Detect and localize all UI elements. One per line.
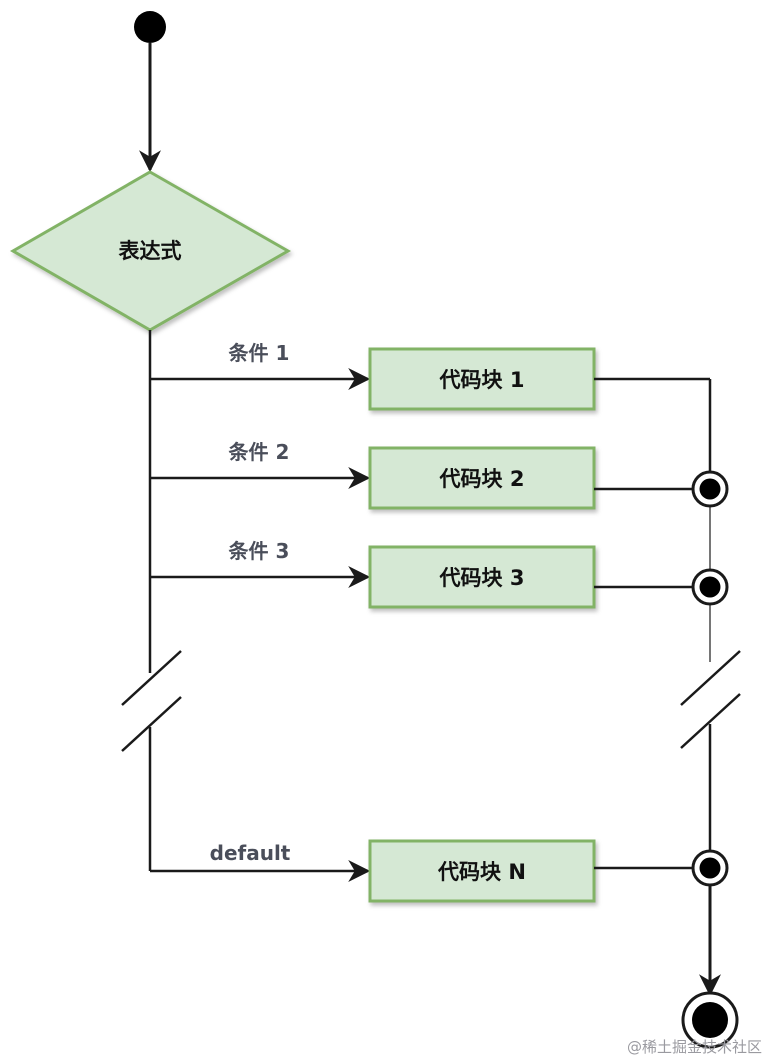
code-block-3 bbox=[368, 545, 596, 609]
code-block-1-label: 代码块 1 bbox=[439, 368, 525, 392]
edge-label-case-3: 条件 3 bbox=[229, 539, 290, 563]
start-node bbox=[134, 11, 166, 43]
right-break-mark-top bbox=[680, 650, 741, 706]
left-break-mark-bottom bbox=[121, 696, 182, 752]
code-block-2-label: 代码块 2 bbox=[439, 467, 525, 491]
edge-label-case-2: 条件 2 bbox=[229, 440, 290, 464]
code-block-n-label: 代码块 N bbox=[437, 860, 526, 884]
merge-junction-3 bbox=[691, 568, 729, 606]
decision-label: 表达式 bbox=[119, 239, 182, 263]
right-break-mark-bottom bbox=[680, 693, 741, 749]
end-node bbox=[681, 991, 739, 1049]
edge-label-case-1: 条件 1 bbox=[229, 341, 290, 365]
merge-junction-2 bbox=[691, 470, 729, 508]
code-block-2 bbox=[368, 446, 596, 510]
code-block-3-label: 代码块 3 bbox=[439, 566, 525, 590]
edge-label-default: default bbox=[210, 841, 291, 865]
merge-junction-n bbox=[691, 849, 729, 887]
left-break-mark-top bbox=[121, 650, 182, 706]
code-block-n bbox=[368, 839, 596, 903]
watermark: @稀土掘金技术社区 bbox=[627, 1038, 762, 1056]
